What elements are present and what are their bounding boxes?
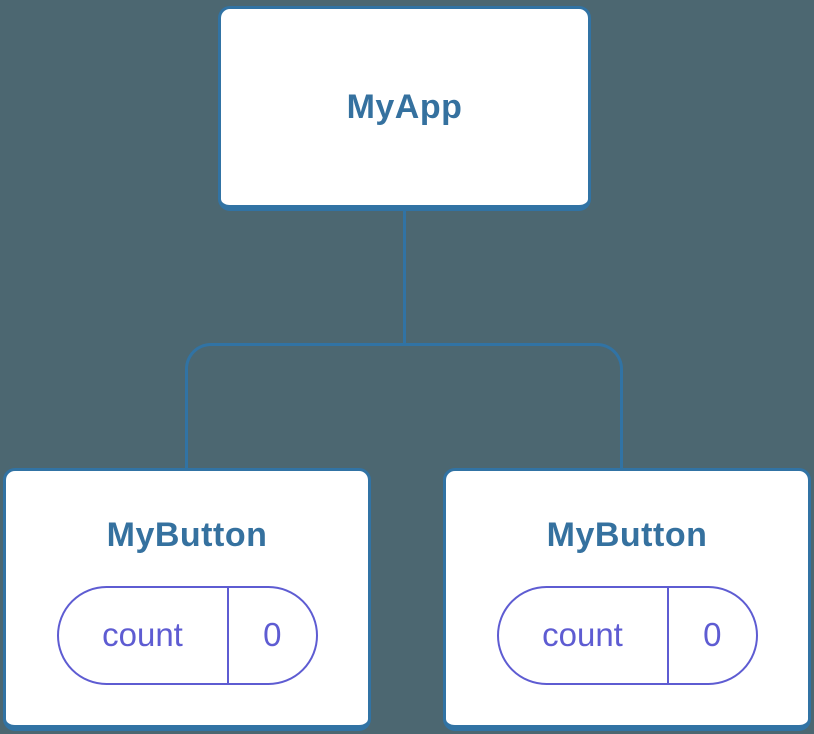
state-key: count — [102, 616, 183, 654]
state-key: count — [542, 616, 623, 654]
connector-stem — [403, 211, 406, 343]
node-mybutton-1: MyButton count 0 — [3, 468, 371, 731]
node-mybutton-2-label: MyButton — [546, 516, 708, 554]
node-mybutton-1-label: MyButton — [106, 516, 268, 554]
connector-bracket — [185, 343, 623, 468]
state-pill: count 0 — [496, 585, 758, 685]
state-divider — [666, 587, 669, 683]
state-value: 0 — [263, 616, 282, 654]
node-myapp: MyApp — [218, 6, 591, 211]
state-divider — [226, 587, 229, 683]
node-mybutton-2: MyButton count 0 — [443, 468, 811, 731]
state-pill: count 0 — [56, 585, 318, 685]
state-value: 0 — [703, 616, 722, 654]
node-myapp-label: MyApp — [346, 87, 463, 126]
